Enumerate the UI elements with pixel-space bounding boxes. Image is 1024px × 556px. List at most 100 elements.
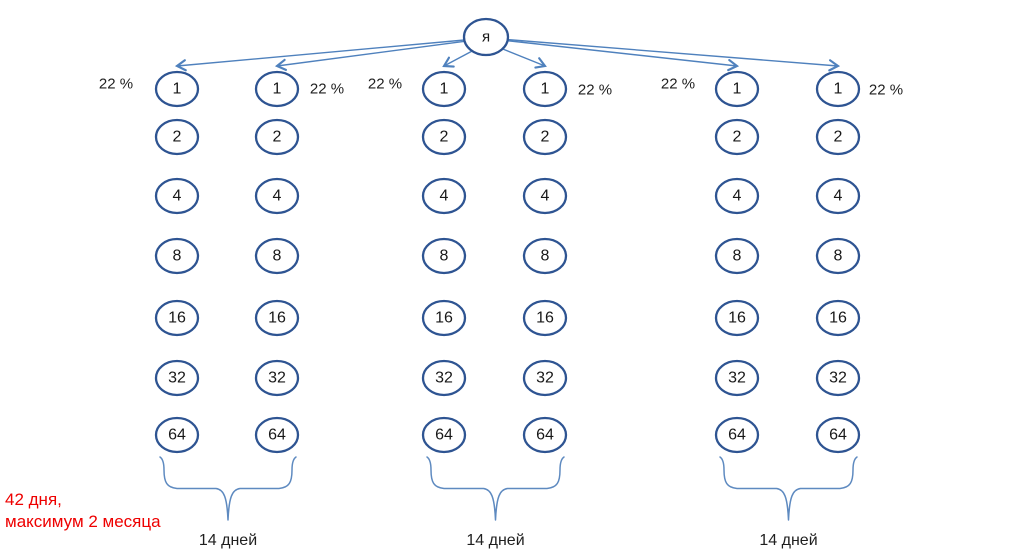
member-node <box>714 237 760 275</box>
member-node <box>154 359 200 397</box>
node-value: 16 <box>168 310 186 327</box>
member-node <box>254 299 300 337</box>
node-value: 64 <box>536 427 554 444</box>
node-value: 32 <box>728 370 746 387</box>
node-value: 2 <box>733 129 742 146</box>
node-value: 16 <box>829 310 847 327</box>
member-node <box>421 118 467 156</box>
node-value: 8 <box>173 248 182 265</box>
node-value: 2 <box>541 129 550 146</box>
member-node <box>421 359 467 397</box>
member-node <box>522 177 568 215</box>
node-value: 4 <box>834 188 843 205</box>
node-value: 8 <box>834 248 843 265</box>
brace <box>159 456 297 521</box>
node-value: 64 <box>728 427 746 444</box>
brace <box>719 456 858 521</box>
root-node <box>462 17 510 57</box>
arrows-layer <box>174 38 841 72</box>
node-value: 1 <box>273 81 282 98</box>
member-node <box>254 359 300 397</box>
duration-label: 14 дней <box>198 532 258 549</box>
node-value: 32 <box>168 370 186 387</box>
node-value: 64 <box>268 427 286 444</box>
percent-label: 22 % <box>660 75 696 93</box>
member-node <box>254 70 300 108</box>
member-node <box>254 177 300 215</box>
member-node <box>714 177 760 215</box>
node-value: 64 <box>435 427 453 444</box>
node-value: 1 <box>733 81 742 98</box>
braces-layer <box>159 456 858 521</box>
member-node <box>154 177 200 215</box>
member-node <box>522 359 568 397</box>
percent-label: 22 % <box>868 81 904 99</box>
node-value: 16 <box>435 310 453 327</box>
member-node <box>154 299 200 337</box>
node-value: 1 <box>541 81 550 98</box>
nodes-layer: я 1 2 4 8 16 32 64 1 2 4 8 16 32 64 1 2 4 8 16 32 64 1 2 4 8 16 32 6… <box>154 17 861 454</box>
member-node <box>522 299 568 337</box>
member-node <box>714 299 760 337</box>
member-node <box>714 118 760 156</box>
member-node <box>254 237 300 275</box>
member-node <box>254 416 300 454</box>
node-value: 32 <box>536 370 554 387</box>
node-value: 4 <box>440 188 449 205</box>
note-line2: максимум 2 месяца <box>5 512 161 531</box>
member-node <box>714 359 760 397</box>
node-value: 1 <box>173 81 182 98</box>
member-node <box>815 177 861 215</box>
node-value: 4 <box>733 188 742 205</box>
root-node-label: я <box>482 29 490 46</box>
node-value: 8 <box>541 248 550 265</box>
node-value: 2 <box>273 129 282 146</box>
member-node <box>522 237 568 275</box>
member-node <box>815 118 861 156</box>
member-node <box>154 237 200 275</box>
arrow-line <box>442 50 473 68</box>
node-value: 4 <box>541 188 550 205</box>
member-node <box>815 70 861 108</box>
duration-label: 14 дней <box>466 532 525 549</box>
member-node <box>815 416 861 454</box>
arrow-line <box>507 40 740 72</box>
arrow-line <box>502 48 547 69</box>
node-value: 8 <box>273 248 282 265</box>
node-value: 2 <box>440 129 449 146</box>
member-node <box>815 299 861 337</box>
brace <box>426 456 565 521</box>
node-value: 32 <box>268 370 286 387</box>
member-node <box>815 359 861 397</box>
member-node <box>522 70 568 108</box>
arrow-line <box>507 38 841 72</box>
member-node <box>421 70 467 108</box>
percent-label: 22 % <box>98 75 134 93</box>
node-value: 8 <box>440 248 449 265</box>
node-value: 16 <box>728 310 746 327</box>
node-value: 32 <box>435 370 453 387</box>
member-node <box>421 237 467 275</box>
percent-label: 22 % <box>309 80 345 98</box>
member-node <box>421 177 467 215</box>
note-line1: 42 дня, <box>5 490 62 509</box>
member-node <box>714 70 760 108</box>
node-value: 64 <box>168 427 186 444</box>
member-node <box>154 416 200 454</box>
member-node <box>254 118 300 156</box>
note-block: 42 дня, максимум 2 месяца <box>5 489 161 533</box>
node-value: 1 <box>834 81 843 98</box>
member-node <box>522 118 568 156</box>
node-value: 16 <box>268 310 286 327</box>
member-node <box>154 118 200 156</box>
arrow-line <box>174 39 465 72</box>
node-value: 64 <box>829 427 847 444</box>
node-value: 4 <box>173 188 182 205</box>
node-value: 32 <box>829 370 847 387</box>
member-node <box>714 416 760 454</box>
member-node <box>421 416 467 454</box>
node-value: 2 <box>173 129 182 146</box>
node-value: 1 <box>440 81 449 98</box>
